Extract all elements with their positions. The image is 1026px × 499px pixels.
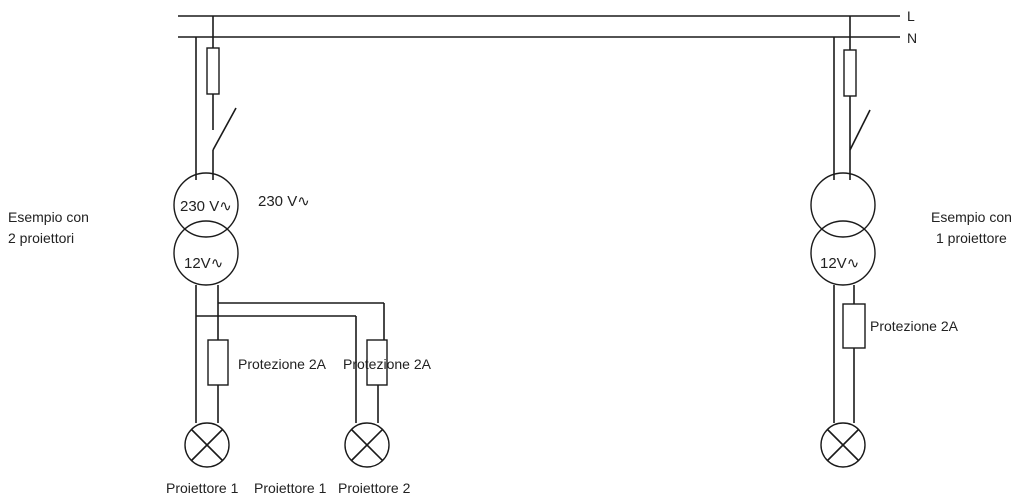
left-protection-fuse-2: [366, 339, 388, 386]
right-caption-line1: Esempio con: [931, 209, 1012, 225]
right-lamp: [820, 422, 866, 468]
right-switch: [849, 109, 871, 151]
left-caption-line2: 2 proiettori: [8, 230, 74, 246]
left-protection-fuse-1: [207, 339, 229, 386]
left-transformer-primary: [173, 172, 239, 238]
right-protection-fuse: [842, 303, 866, 349]
bus-label-l: L: [907, 8, 915, 24]
left-protection-label-1: Protezione 2A: [238, 356, 327, 372]
left-primary-label-outside: 230 V∿: [258, 193, 310, 210]
left-secondary-label: 12V∿: [184, 255, 223, 272]
lamp-label-2: Proiettore 1: [254, 480, 327, 496]
right-circuit: 12V∿ Protezione 2A Esempio con 1 proiett…: [810, 16, 1012, 468]
lamp-label-1: Proiettore 1: [166, 480, 239, 496]
left-circuit: 230 V∿ 230 V∿ 12V∿ Protezione 2A Protezi…: [8, 16, 432, 496]
left-main-fuse: [206, 47, 220, 95]
left-protection-label-2: Protezione 2A: [343, 356, 432, 372]
left-transformer-secondary: [173, 220, 239, 286]
right-protection-label: Protezione 2A: [870, 318, 959, 334]
right-transformer-primary: [810, 172, 876, 238]
right-secondary-label: 12V∿: [820, 255, 859, 272]
lamp-label-3: Proiettore 2: [338, 480, 411, 496]
left-primary-label: 230 V∿: [180, 198, 232, 215]
right-main-fuse: [843, 49, 857, 97]
left-lamp-2: [344, 422, 390, 468]
left-switch: [212, 107, 237, 151]
right-transformer-secondary: [810, 220, 876, 286]
right-caption-line2: 1 proiettore: [936, 230, 1007, 246]
left-lamp-1: [184, 422, 230, 468]
bus-label-n: N: [907, 30, 917, 46]
left-caption-line1: Esempio con: [8, 209, 89, 225]
